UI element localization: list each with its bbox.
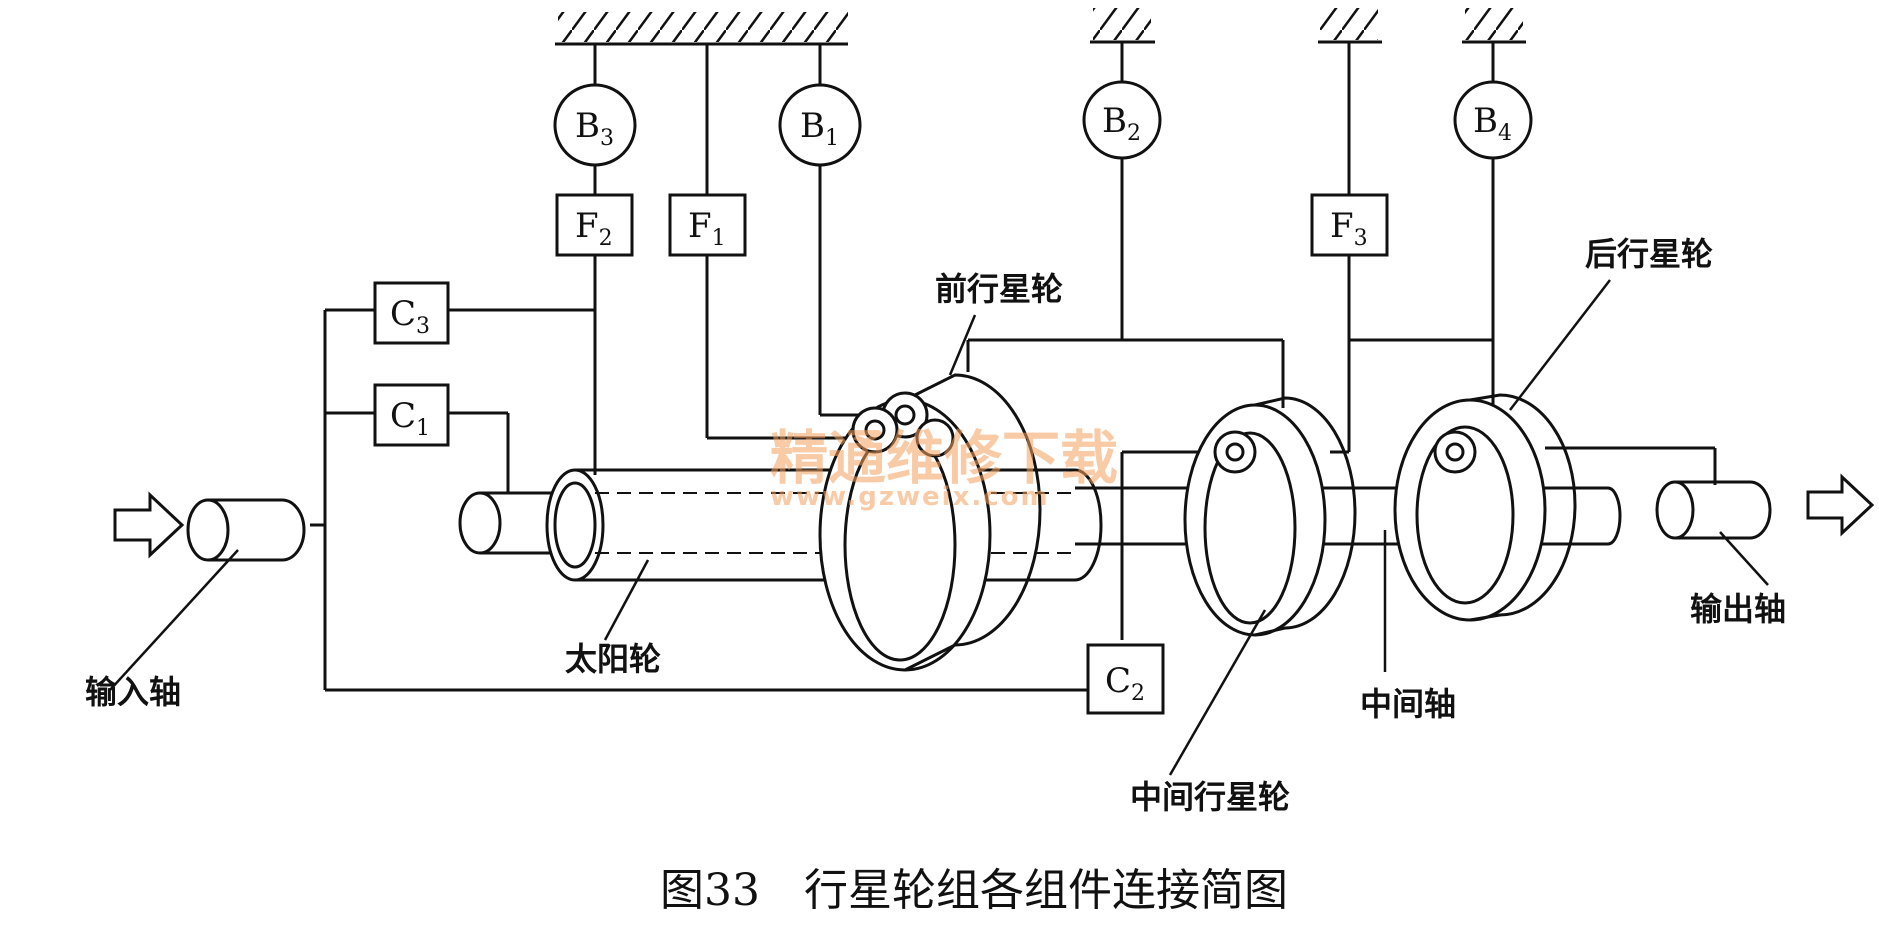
svg-text:F1: F1 (688, 206, 726, 251)
clutch-c1: C1 (373, 383, 450, 447)
brake-b1-letter: B (800, 106, 825, 146)
one-way-clutch-f1: F1 (668, 193, 747, 257)
svg-text:B3: B3 (575, 106, 614, 151)
ground-hatch-b4 (1462, 8, 1526, 44)
f1-letter: F (688, 206, 712, 246)
clutch-c2: C2 (1086, 643, 1165, 715)
label-sun-gear: 太阳轮 (565, 640, 661, 678)
svg-text:C3: C3 (390, 294, 430, 339)
brake-b2-letter: B (1102, 101, 1127, 141)
front-planet-drawing (818, 373, 1042, 672)
svg-text:F2: F2 (575, 206, 613, 251)
intermediate-shaft-drawing (1075, 486, 1622, 546)
f2-sub: 2 (599, 226, 613, 251)
figure-caption: 图33 行星轮组各组件连接简图 (660, 865, 1288, 916)
c2-letter: C (1105, 661, 1131, 701)
brake-b3-sub: 3 (600, 126, 614, 151)
brake-b2: B2 (1082, 80, 1162, 160)
f2-letter: F (575, 206, 599, 246)
label-front-planet: 前行星轮 (935, 270, 1063, 308)
svg-text:B1: B1 (800, 106, 839, 151)
brake-b4-letter: B (1473, 101, 1498, 141)
f3-sub: 3 (1354, 226, 1368, 251)
brake-b4-sub: 4 (1498, 121, 1512, 146)
c1-letter: C (390, 396, 416, 436)
brake-b1-sub: 1 (825, 126, 839, 151)
svg-text:B4: B4 (1473, 101, 1512, 146)
ground-hatch-left (555, 12, 848, 46)
input-shaft-drawing (186, 498, 306, 562)
brake-b3-letter: B (575, 106, 600, 146)
brake-b1: B1 (778, 83, 862, 167)
svg-text:C2: C2 (1105, 661, 1145, 706)
c3-letter: C (390, 294, 416, 334)
one-way-clutch-f2: F2 (555, 193, 634, 257)
f3-letter: F (1330, 206, 1354, 246)
rear-planet-drawing (1393, 393, 1577, 622)
output-arrow-icon (1806, 473, 1875, 537)
label-input-shaft: 输入轴 (85, 673, 181, 711)
brake-b4: B4 (1453, 80, 1533, 160)
input-arrow-icon (113, 491, 185, 559)
watermark-text: 精通维修下载 (770, 424, 1118, 492)
svg-text:F3: F3 (1330, 206, 1368, 251)
middle-planet-drawing (1183, 396, 1357, 637)
label-intermediate-shaft: 中间轴 (1360, 685, 1456, 723)
brake-b2-sub: 2 (1127, 121, 1141, 146)
brake-b3: B3 (553, 83, 637, 167)
svg-text:C1: C1 (390, 396, 430, 441)
one-way-clutch-f3: F3 (1310, 193, 1389, 257)
c1-sub: 1 (416, 416, 430, 441)
svg-text:B2: B2 (1102, 101, 1141, 146)
label-output-shaft: 输出轴 (1690, 590, 1786, 628)
ground-hatch-b2 (1090, 8, 1155, 44)
label-rear-planet: 后行星轮 (1585, 235, 1713, 273)
sun-gear-drawing (458, 468, 1103, 582)
f1-sub: 1 (712, 226, 726, 251)
c3-sub: 3 (416, 314, 430, 339)
c2-sub: 2 (1131, 681, 1145, 706)
watermark-url: www.gzweix.com (770, 482, 1050, 512)
label-middle-planet: 中间行星轮 (1130, 778, 1290, 816)
ground-hatch-f3 (1318, 8, 1382, 44)
clutch-c3: C3 (373, 281, 450, 345)
output-shaft-drawing (1655, 480, 1772, 540)
